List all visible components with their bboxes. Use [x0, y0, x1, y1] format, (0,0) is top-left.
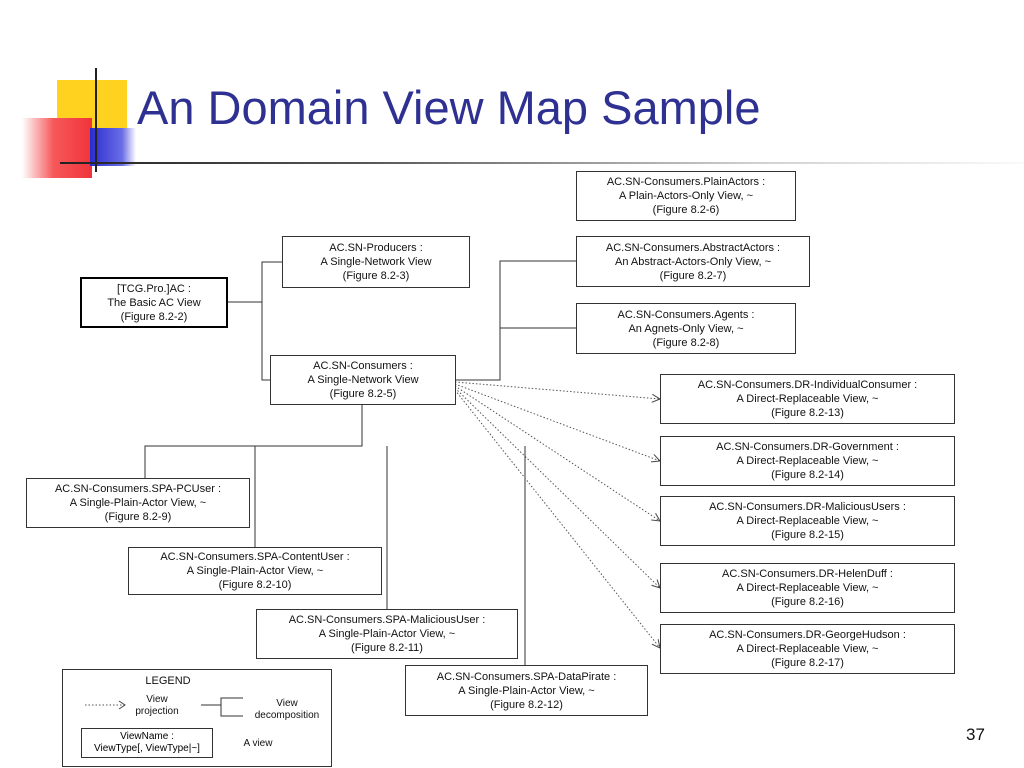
view-spa-pcuser-name: AC.SN-Consumers.SPA-PCUser :	[54, 483, 222, 495]
edge-consumers-plainactors	[455, 260, 576, 381]
view-spa-malicious-user: AC.SN-Consumers.SPA-MaliciousUser : A Si…	[256, 609, 518, 659]
view-consumers-name: AC.SN-Consumers :	[313, 360, 413, 372]
legend-projection-line-1: View	[146, 694, 168, 705]
view-producers-type: A Single-Network View	[320, 256, 432, 268]
view-abstract-actors-figure: (Figure 8.2-7)	[659, 269, 727, 282]
legend-decomposition-line-1: View	[276, 698, 298, 709]
projection-helen	[454, 387, 660, 588]
view-spa-content-user-name: AC.SN-Consumers.SPA-ContentUser :	[160, 551, 350, 563]
view-producers-figure: (Figure 8.2-3)	[342, 270, 410, 282]
legend-title: LEGEND	[145, 675, 191, 687]
page-number: 37	[966, 725, 985, 744]
edge-root-consumers	[261, 302, 270, 381]
legend-decomposition-label: View decomposition	[247, 698, 327, 722]
view-consumers-type: A Single-Network View	[307, 374, 419, 386]
view-dr-government-name: AC.SN-Consumers.DR-Government :	[716, 441, 899, 453]
legend-decomposition-line-2: decomposition	[254, 710, 320, 721]
view-spa-malicious-user-name: AC.SN-Consumers.SPA-MaliciousUser :	[288, 614, 486, 626]
view-dr-government-figure: (Figure 8.2-14)	[771, 469, 844, 481]
projection-government	[454, 383, 660, 461]
view-spa-pcuser: AC.SN-Consumers.SPA-PCUser : A Single-Pl…	[26, 478, 250, 528]
view-root-ac-figure: (Figure 8.2-2)	[120, 310, 188, 323]
header-vertical-rule	[95, 68, 97, 172]
view-root-ac-name: [TCG.Pro.]AC :	[117, 282, 191, 295]
view-abstract-actors: AC.SN-Consumers.AbstractActors : An Abst…	[576, 236, 810, 287]
legend-projection-line-2: projection	[135, 706, 179, 717]
view-dr-individual-consumer-figure: (Figure 8.2-13)	[771, 407, 844, 419]
view-spa-content-user: AC.SN-Consumers.SPA-ContentUser : A Sing…	[128, 547, 382, 595]
legend-view-sample-type: ViewType[, ViewType|~]	[94, 743, 200, 754]
view-root-ac-type: The Basic AC View	[107, 296, 201, 309]
view-dr-george-hudson-type: A Direct-Replaceable View, ~	[736, 643, 879, 655]
view-spa-content-user-figure: (Figure 8.2-10)	[218, 579, 292, 591]
legend-view-sample-name: ViewName :	[120, 731, 174, 742]
view-producers: AC.SN-Producers : A Single-Network View …	[282, 236, 470, 288]
projection-individual	[454, 381, 660, 399]
view-agents-figure: (Figure 8.2-8)	[652, 336, 720, 349]
view-consumers: AC.SN-Consumers : A Single-Network View …	[270, 355, 456, 405]
view-dr-individual-consumer-name: AC.SN-Consumers.DR-IndividualConsumer :	[697, 379, 918, 391]
view-plain-actors-figure: (Figure 8.2-6)	[652, 204, 720, 216]
edge-root-producers	[228, 261, 282, 303]
view-plain-actors-name: AC.SN-Consumers.PlainActors :	[606, 176, 766, 188]
view-agents-name: AC.SN-Consumers.Agents :	[617, 308, 755, 321]
view-spa-malicious-user-type: A Single-Plain-Actor View, ~	[318, 628, 456, 640]
view-spa-data-pirate-name: AC.SN-Consumers.SPA-DataPirate :	[436, 670, 617, 683]
view-dr-malicious-users-type: A Direct-Replaceable View, ~	[736, 515, 879, 527]
view-consumers-figure: (Figure 8.2-5)	[329, 388, 397, 400]
header-red-square	[22, 118, 92, 178]
view-dr-malicious-users: AC.SN-Consumers.DR-MaliciousUsers : A Di…	[660, 496, 955, 546]
view-dr-government: AC.SN-Consumers.DR-Government : A Direct…	[660, 436, 955, 486]
view-spa-pcuser-figure: (Figure 8.2-9)	[104, 511, 172, 523]
view-spa-pcuser-type: A Single-Plain-Actor View, ~	[69, 497, 207, 509]
legend-symbols	[85, 697, 243, 717]
legend-view-label: A view	[243, 738, 273, 749]
view-agents: AC.SN-Consumers.Agents : An Agnets-Only …	[576, 303, 796, 354]
legend-projection-label: View projection	[127, 694, 187, 718]
view-spa-data-pirate-figure: (Figure 8.2-12)	[490, 698, 563, 711]
projection-malicious	[454, 385, 660, 521]
view-plain-actors-type: A Plain-Actors-Only View, ~	[619, 190, 753, 202]
view-dr-malicious-users-figure: (Figure 8.2-15)	[771, 529, 844, 541]
view-abstract-actors-name: AC.SN-Consumers.AbstractActors :	[605, 241, 781, 254]
view-root-ac: [TCG.Pro.]AC : The Basic AC View (Figure…	[80, 277, 228, 328]
view-dr-malicious-users-name: AC.SN-Consumers.DR-MaliciousUsers :	[709, 501, 906, 513]
legend: LEGEND View projection View decompositio…	[62, 669, 332, 767]
legend-decomposition-branch	[220, 697, 243, 717]
view-dr-helen-duff: AC.SN-Consumers.DR-HelenDuff : A Direct-…	[660, 563, 955, 613]
legend-projection-arrowhead	[118, 700, 126, 710]
view-producers-name: AC.SN-Producers :	[329, 242, 423, 254]
slide-title: An Domain View Map Sample	[137, 81, 761, 134]
view-dr-george-hudson-name: AC.SN-Consumers.DR-GeorgeHudson :	[709, 629, 906, 641]
view-spa-data-pirate-type: A Single-Plain-Actor View, ~	[458, 684, 595, 697]
view-abstract-actors-type: An Abstract-Actors-Only View, ~	[615, 255, 771, 268]
view-dr-george-hudson: AC.SN-Consumers.DR-GeorgeHudson : A Dire…	[660, 624, 955, 674]
header-horizontal-rule	[60, 162, 1024, 164]
legend-view-sample-box: ViewName : ViewType[, ViewType|~]	[81, 728, 213, 758]
view-dr-helen-duff-figure: (Figure 8.2-16)	[771, 596, 844, 608]
view-dr-george-hudson-figure: (Figure 8.2-17)	[771, 657, 844, 669]
view-dr-individual-consumer: AC.SN-Consumers.DR-IndividualConsumer : …	[660, 374, 955, 424]
edge-consumers-spa-branch	[144, 405, 363, 478]
view-spa-content-user-type: A Single-Plain-Actor View, ~	[186, 565, 324, 577]
view-plain-actors: AC.SN-Consumers.PlainActors : A Plain-Ac…	[576, 171, 796, 221]
view-agents-type: An Agnets-Only View, ~	[628, 322, 744, 335]
header-blue-square	[90, 128, 136, 166]
projection-george	[454, 389, 660, 648]
view-dr-helen-duff-name: AC.SN-Consumers.DR-HelenDuff :	[722, 568, 893, 580]
view-dr-government-type: A Direct-Replaceable View, ~	[736, 455, 879, 467]
view-dr-helen-duff-type: A Direct-Replaceable View, ~	[736, 582, 879, 594]
view-dr-individual-consumer-type: A Direct-Replaceable View, ~	[736, 393, 879, 405]
view-spa-data-pirate: AC.SN-Consumers.SPA-DataPirate : A Singl…	[405, 665, 648, 716]
view-spa-malicious-user-figure: (Figure 8.2-11)	[351, 642, 423, 654]
